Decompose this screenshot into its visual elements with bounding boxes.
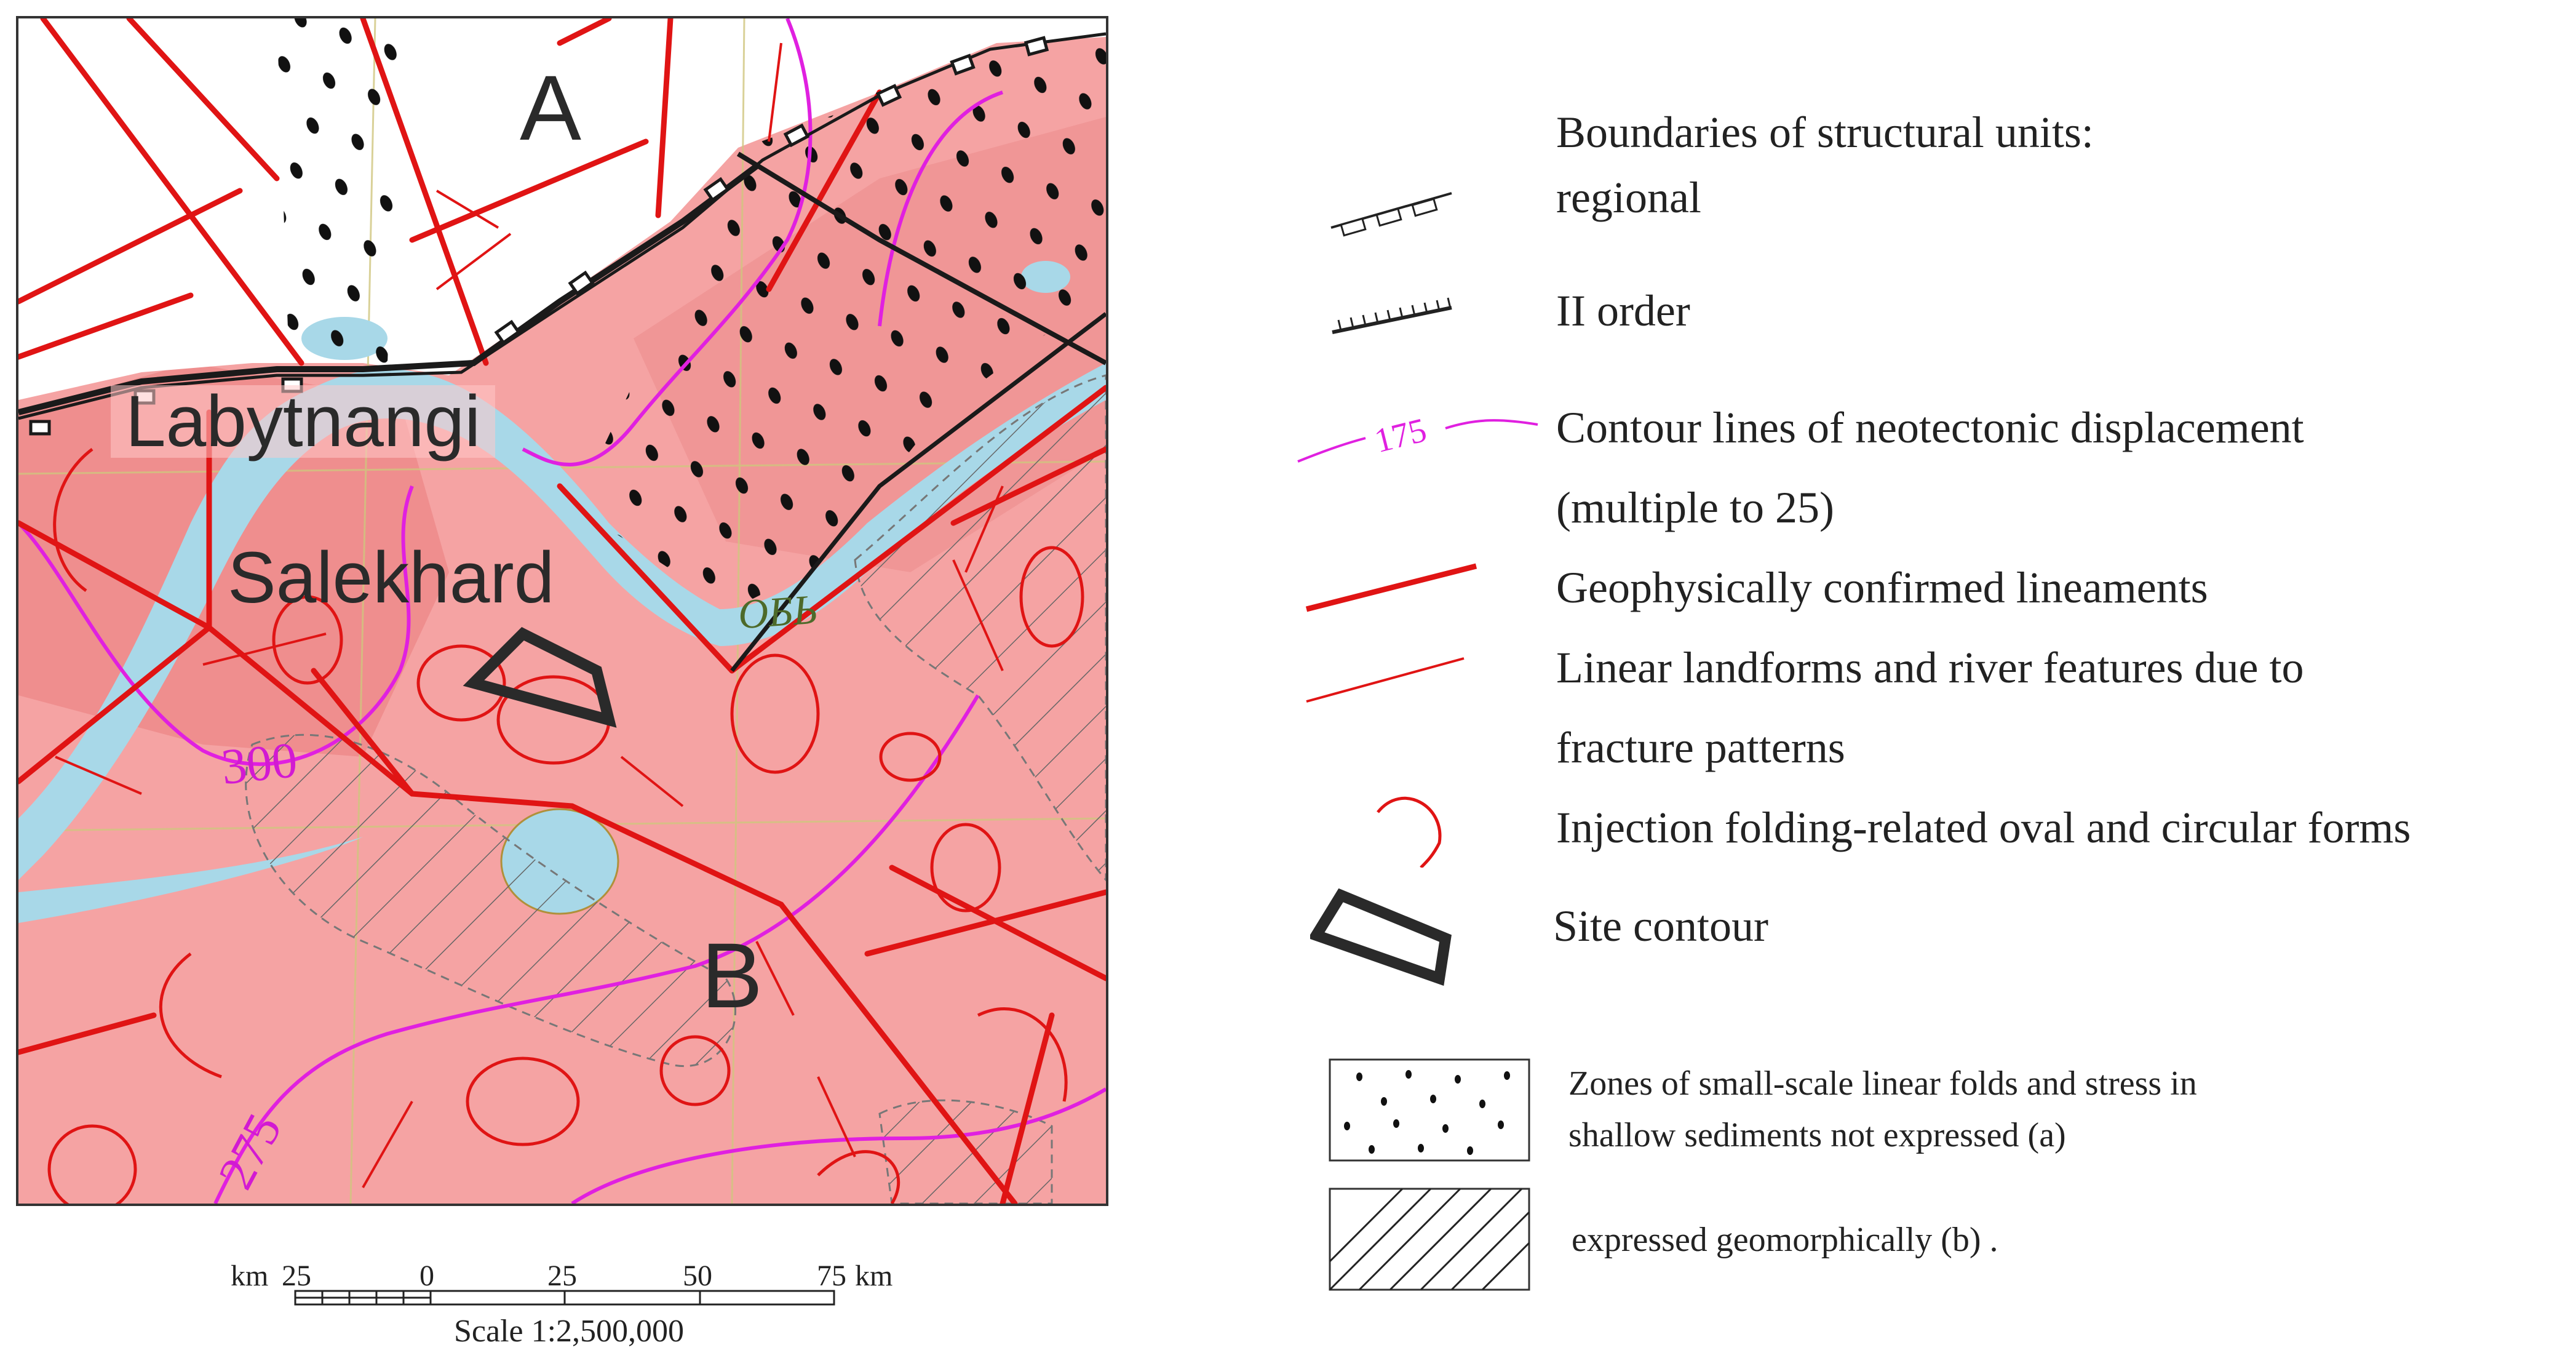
legend-item-regional-boundary: Boundaries of structural units: regional <box>1279 92 2571 252</box>
unit-label-b: B <box>701 924 763 1027</box>
scale-tick-label: 50 <box>683 1260 712 1292</box>
scale-tick-label: 25 <box>547 1260 577 1292</box>
scale-tick-label: 0 <box>419 1260 434 1292</box>
legend-item-expressed-geomorphically: expressed geomorphically (b) . <box>1279 1188 2571 1298</box>
legend-item-second-order: II order <box>1279 286 2571 369</box>
scale-unit-right: km <box>855 1260 893 1292</box>
injection-folding-symbol <box>1377 796 1442 868</box>
river-label-ob: ОБЬ <box>736 585 819 638</box>
map-dark-zone <box>18 363 449 757</box>
city-label-salekhard: Salekhard <box>228 537 555 618</box>
legend-contour-line2: (multiple to 25) <box>1556 483 1834 532</box>
second-order-boundary <box>18 151 1106 673</box>
legend-geophysical-lineaments: Geophysically confirmed lineaments <box>1556 563 2208 612</box>
legend-site-contour: Site contour <box>1553 901 1768 951</box>
map-canvas <box>18 18 1106 1204</box>
legend-item-injection-folding: Injection folding-related oval and circu… <box>1279 788 2571 868</box>
city-label-labytnangi: Labytnangi <box>111 385 496 458</box>
geological-map: A B Labytnangi Salekhard ОБЬ 300 275 <box>16 16 1108 1206</box>
legend-item-linear-landforms: Linear landforms and river features due … <box>1279 628 2571 788</box>
contour-label-300: 300 <box>218 731 300 796</box>
linear-landform-symbol <box>1306 657 1465 703</box>
legend-zones-line2: shallow sediments not expressed (a) <box>1568 1116 2066 1154</box>
scale-bar: km 25 0 25 50 75 km Scale 1:2,500,000 <box>228 1249 904 1360</box>
scale-bar-graphic <box>294 1290 835 1306</box>
legend-contour-line1: Contour lines of neotectonic displacemen… <box>1556 403 2304 452</box>
hatched-zone-symbol <box>1329 1188 1530 1291</box>
legend-second-order: II order <box>1556 286 1690 335</box>
legend-linear-landforms-line1: Linear landforms and river features due … <box>1556 643 2304 692</box>
dotted-zone-east <box>597 43 1106 609</box>
legend-item-site-contour: Site contour <box>1279 886 2571 986</box>
legend-boundaries-title: Boundaries of structural units: <box>1556 108 2094 157</box>
neotectonic-contours <box>18 18 1106 1204</box>
site-contour-symbol <box>1310 888 1452 986</box>
legend-item-zones-not-expressed: Zones of small-scale linear folds and st… <box>1279 1058 2571 1169</box>
legend-linear-landforms-line2: fracture patterns <box>1556 723 1845 772</box>
legend-zones-line1: Zones of small-scale linear folds and st… <box>1568 1064 2197 1103</box>
scale-tick-label: 75 <box>817 1260 846 1292</box>
legend-regional: regional <box>1556 173 1701 222</box>
river-branch <box>18 837 363 923</box>
dotted-zone-north <box>277 18 400 363</box>
second-order-boundary-symbol <box>1332 297 1452 334</box>
scale-unit-left: km <box>231 1260 269 1292</box>
unit-label-a: A <box>520 56 582 159</box>
injection-folding-forms <box>47 448 1084 1204</box>
legend-item-contour-lines: 175 Contour lines of neotectonic displac… <box>1279 388 2571 548</box>
scale-label: Scale 1:2,500,000 <box>454 1314 685 1349</box>
legend-expressed-geomorphically: expressed geomorphically (b) . <box>1572 1221 1998 1259</box>
contour-line-symbol <box>1297 419 1538 463</box>
legend-injection-folding: Injection folding-related oval and circu… <box>1556 803 2411 852</box>
dotted-zone-symbol <box>1329 1058 1530 1162</box>
site-contour <box>463 627 617 728</box>
geophysical-lineament-symbol <box>1305 563 1477 612</box>
geophysical-lineaments <box>18 18 1106 1204</box>
map-legend: Boundaries of structural units: regional… <box>1279 92 2571 1311</box>
legend-item-geophysical-lineaments: Geophysically confirmed lineaments <box>1279 548 2571 628</box>
scale-tick-label: 25 <box>282 1260 311 1292</box>
regional-boundary-symbol <box>1330 192 1452 237</box>
